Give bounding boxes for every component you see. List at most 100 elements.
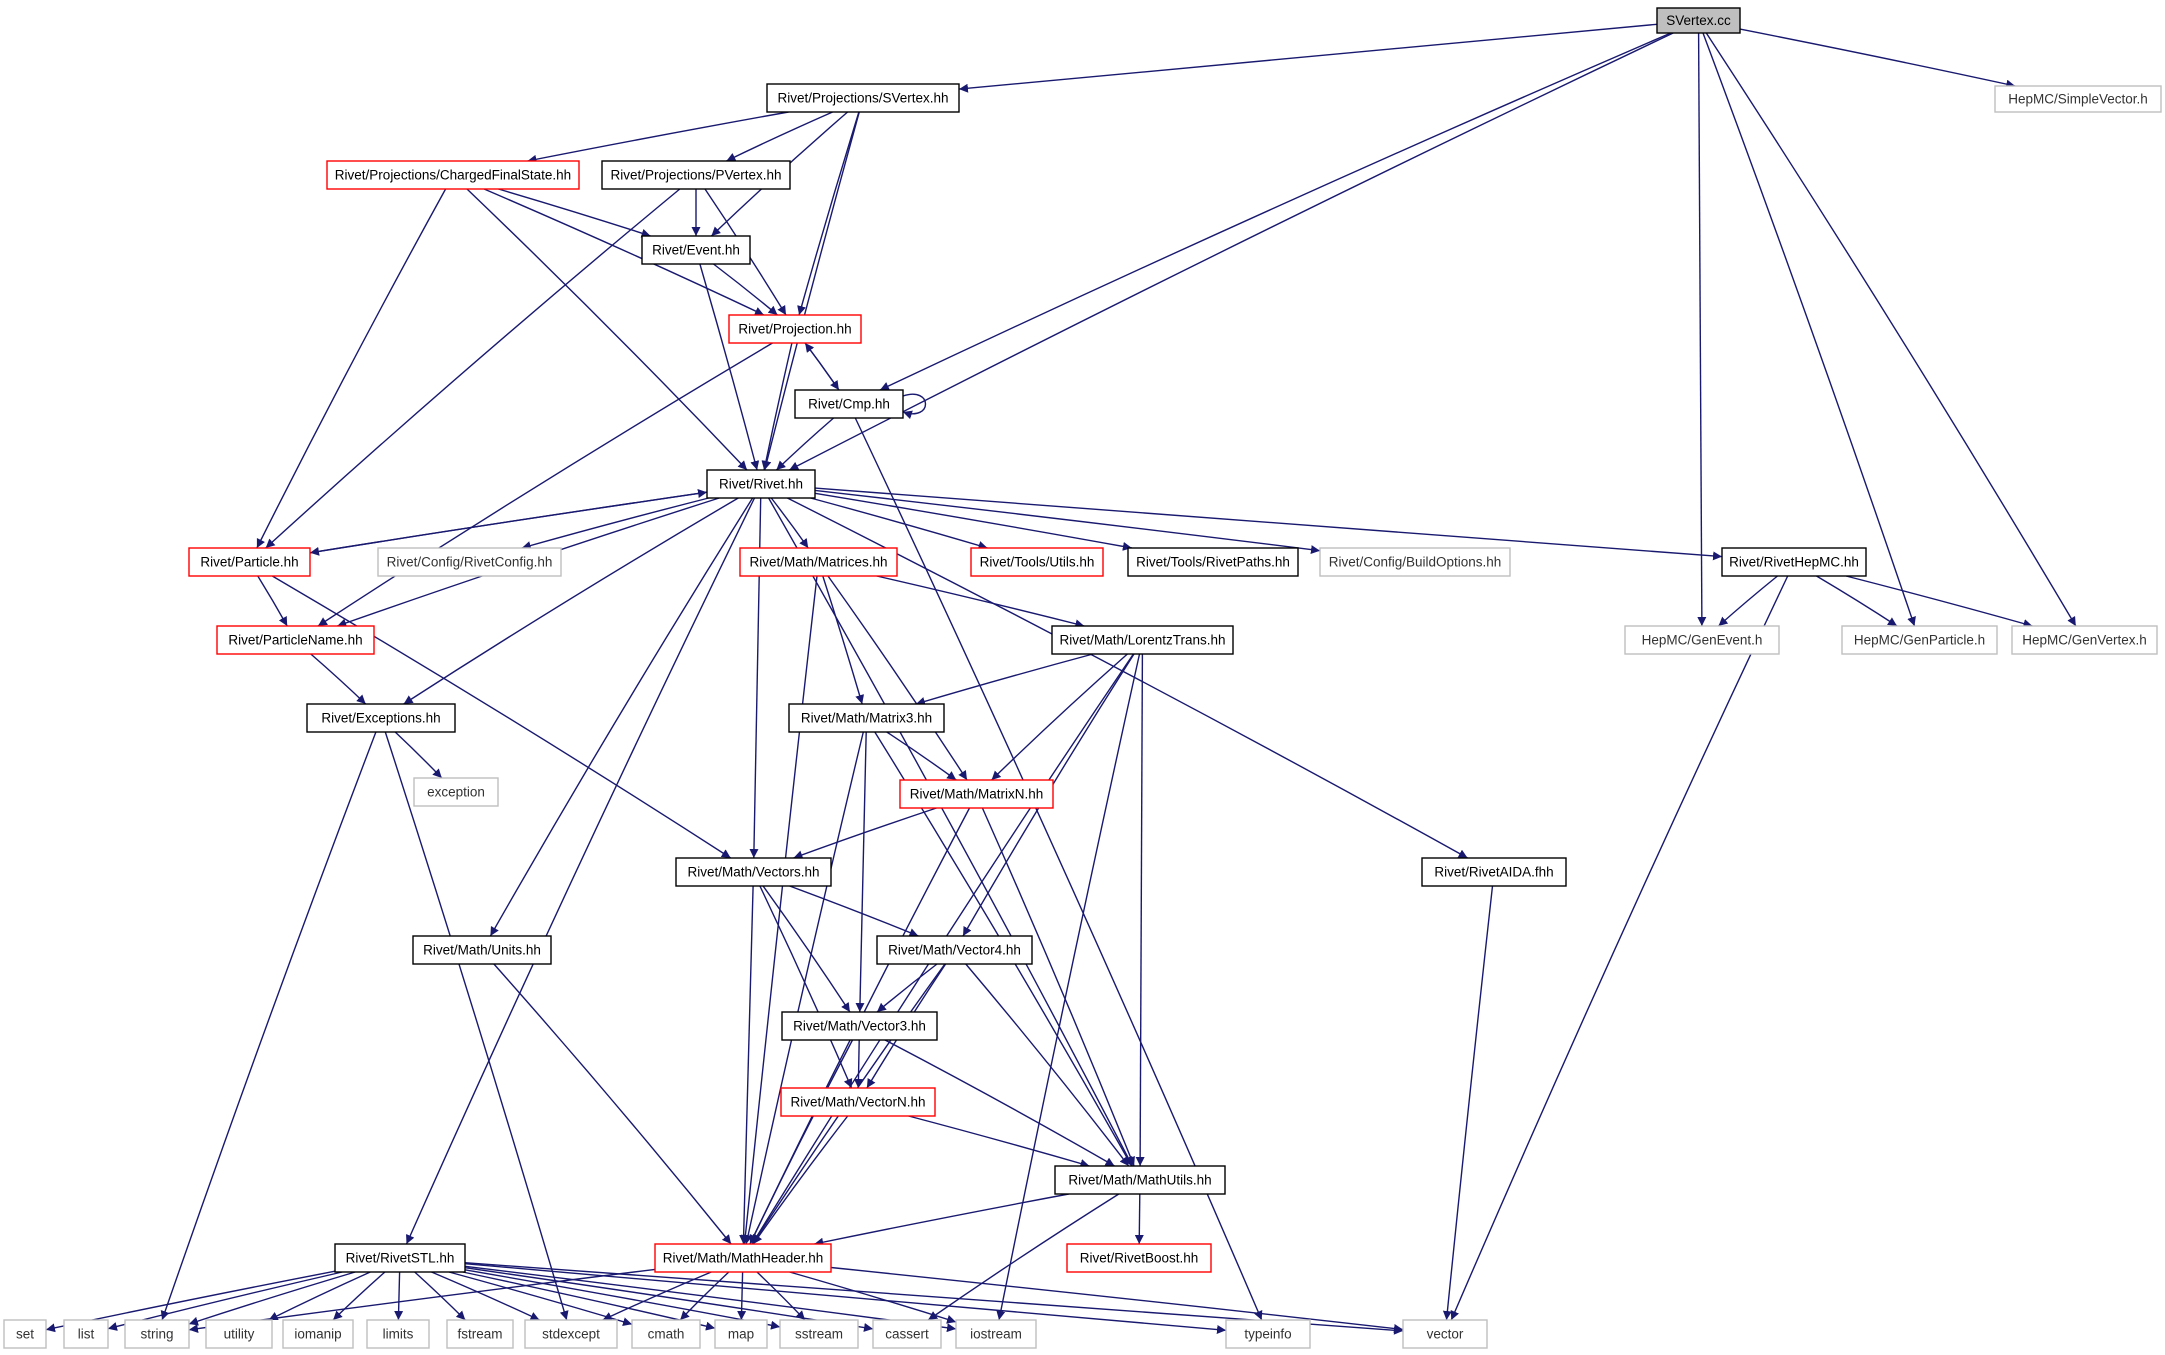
edge-particlename-to-exceptions xyxy=(310,653,367,705)
node-box-vectors xyxy=(675,857,832,887)
edge-rivet-to-mathutils xyxy=(767,497,1134,1167)
node-label-buildoptions: Rivet/Config/BuildOptions.hh xyxy=(1329,555,1502,570)
node-rivetstl[interactable]: Rivet/RivetSTL.hh xyxy=(334,1243,466,1273)
node-lorentztrans[interactable]: Rivet/Math/LorentzTrans.hh xyxy=(1051,625,1234,655)
node-box-particle xyxy=(188,547,311,577)
node-rivet[interactable]: Rivet/Rivet.hh xyxy=(706,469,816,499)
edge-matrices-to-matrixn xyxy=(827,575,968,781)
edge-vectorn-to-mathheader xyxy=(752,1115,849,1245)
node-sstream: sstream xyxy=(779,1319,859,1349)
node-matrices[interactable]: Rivet/Math/Matrices.hh xyxy=(739,547,898,577)
node-label-event: Rivet/Event.hh xyxy=(652,243,740,258)
node-rivetpaths[interactable]: Rivet/Tools/RivetPaths.hh xyxy=(1127,547,1299,577)
node-units[interactable]: Rivet/Math/Units.hh xyxy=(412,935,552,965)
node-label-projection: Rivet/Projection.hh xyxy=(738,322,851,337)
node-exception: exception xyxy=(413,777,499,807)
node-label-matrices: Rivet/Math/Matrices.hh xyxy=(749,555,887,570)
node-label-stdexcept: stdexcept xyxy=(542,1327,600,1342)
node-matrix3[interactable]: Rivet/Math/Matrix3.hh xyxy=(788,703,945,733)
node-label-units: Rivet/Math/Units.hh xyxy=(423,943,541,958)
node-box-genparticle xyxy=(1841,625,1998,655)
node-label-pvertex: Rivet/Projections/PVertex.hh xyxy=(610,168,781,183)
edge-exceptions-to-exception xyxy=(394,731,443,779)
node-rivetconfig: Rivet/Config/RivetConfig.hh xyxy=(377,547,562,577)
node-rivetaida[interactable]: Rivet/RivetAIDA.fhh xyxy=(1421,857,1567,887)
edge-rivet-to-rivetpaths xyxy=(814,492,1133,551)
node-box-string xyxy=(124,1319,190,1349)
node-box-matrices xyxy=(739,547,898,577)
node-pvertex[interactable]: Rivet/Projections/PVertex.hh xyxy=(601,160,791,190)
node-matrixn[interactable]: Rivet/Math/MatrixN.hh xyxy=(899,779,1054,809)
node-vector: vector xyxy=(1402,1319,1488,1349)
edge-matrix3-to-mathheader xyxy=(743,731,864,1245)
node-stdexcept: stdexcept xyxy=(524,1319,618,1349)
node-mathheader[interactable]: Rivet/Math/MathHeader.hh xyxy=(654,1243,832,1273)
edge-rivethepmc-to-genevent xyxy=(1718,575,1778,627)
edge-vector3-to-vectorn xyxy=(853,1039,863,1089)
edge-rivetstl-to-limits xyxy=(394,1271,404,1321)
node-label-simplevector: HepMC/SimpleVector.h xyxy=(2008,92,2148,107)
node-label-iomanip: iomanip xyxy=(294,1327,341,1342)
node-mathutils[interactable]: Rivet/Math/MathUtils.hh xyxy=(1054,1165,1226,1195)
node-label-vectorn: Rivet/Math/VectorN.hh xyxy=(790,1095,925,1110)
node-box-mathutils xyxy=(1054,1165,1226,1195)
node-box-simplevector xyxy=(1994,85,2162,113)
edge-svertex_cc-to-genvertex xyxy=(1705,32,2077,627)
edge-rivethepmc-to-genparticle xyxy=(1816,575,1898,627)
node-rivethepmc[interactable]: Rivet/RivetHepMC.hh xyxy=(1721,547,1867,577)
node-label-proj_svertex: Rivet/Projections/SVertex.hh xyxy=(777,91,948,106)
node-iostream: iostream xyxy=(955,1319,1037,1349)
node-set: set xyxy=(3,1319,47,1349)
edge-svertex_cc-to-genparticle xyxy=(1702,32,1916,627)
edge-lorentztrans-to-mathutils xyxy=(1135,653,1145,1167)
node-box-limits xyxy=(366,1319,430,1349)
node-label-vector4: Rivet/Math/Vector4.hh xyxy=(888,943,1021,958)
edge-particle-to-rivet xyxy=(309,489,708,554)
node-box-svertex_cc xyxy=(1656,7,1741,34)
node-svertex_cc[interactable]: SVertex.cc xyxy=(1656,7,1741,34)
node-rivetboost[interactable]: Rivet/RivetBoost.hh xyxy=(1066,1243,1212,1273)
edge-rivetstl-to-sstream xyxy=(464,1269,781,1330)
node-label-svertex_cc: SVertex.cc xyxy=(1666,13,1731,28)
node-event[interactable]: Rivet/Event.hh xyxy=(641,235,751,265)
node-vector3[interactable]: Rivet/Math/Vector3.hh xyxy=(781,1011,938,1041)
node-proj_svertex[interactable]: Rivet/Projections/SVertex.hh xyxy=(766,83,960,113)
node-projection[interactable]: Rivet/Projection.hh xyxy=(728,314,862,344)
node-box-projection xyxy=(728,314,862,344)
edge-mathheader-to-iostream xyxy=(789,1271,957,1324)
node-cmp[interactable]: Rivet/Cmp.hh xyxy=(794,389,904,419)
node-label-vector: vector xyxy=(1427,1327,1464,1342)
node-label-particlename: Rivet/ParticleName.hh xyxy=(228,633,362,648)
node-label-exceptions: Rivet/Exceptions.hh xyxy=(321,711,440,726)
node-label-utility: utility xyxy=(224,1327,255,1342)
node-particle[interactable]: Rivet/Particle.hh xyxy=(188,547,311,577)
node-chargedfs[interactable]: Rivet/Projections/ChargedFinalState.hh xyxy=(326,160,580,190)
edge-lorentztrans-to-matrix3 xyxy=(915,653,1094,706)
node-typeinfo: typeinfo xyxy=(1225,1319,1311,1349)
edge-rivetstl-to-utility xyxy=(268,1271,371,1321)
edge-rivetaida-to-vector xyxy=(1442,885,1494,1321)
node-vector4[interactable]: Rivet/Math/Vector4.hh xyxy=(876,935,1033,965)
node-box-rivethepmc xyxy=(1721,547,1867,577)
node-box-cmath xyxy=(631,1319,701,1349)
node-box-vectorn xyxy=(780,1087,936,1117)
node-vectorn[interactable]: Rivet/Math/VectorN.hh xyxy=(780,1087,936,1117)
node-vectors[interactable]: Rivet/Math/Vectors.hh xyxy=(675,857,832,887)
node-exceptions[interactable]: Rivet/Exceptions.hh xyxy=(306,703,456,733)
edge-chargedfs-to-event xyxy=(498,188,651,238)
node-string: string xyxy=(124,1319,190,1349)
node-simplevector: HepMC/SimpleVector.h xyxy=(1994,85,2162,113)
node-label-list: list xyxy=(78,1327,95,1342)
node-label-set: set xyxy=(16,1327,34,1342)
node-limits: limits xyxy=(366,1319,430,1349)
edge-vectorn-to-mathutils xyxy=(908,1115,1090,1168)
node-box-rivet xyxy=(706,469,816,499)
node-particlename[interactable]: Rivet/ParticleName.hh xyxy=(216,625,375,655)
node-box-units xyxy=(412,935,552,965)
node-buildoptions: Rivet/Config/BuildOptions.hh xyxy=(1319,547,1511,577)
node-toolsutils[interactable]: Rivet/Tools/Utils.hh xyxy=(970,547,1104,577)
edge-vectors-to-vector4 xyxy=(789,885,919,937)
node-label-vector3: Rivet/Math/Vector3.hh xyxy=(793,1019,926,1034)
